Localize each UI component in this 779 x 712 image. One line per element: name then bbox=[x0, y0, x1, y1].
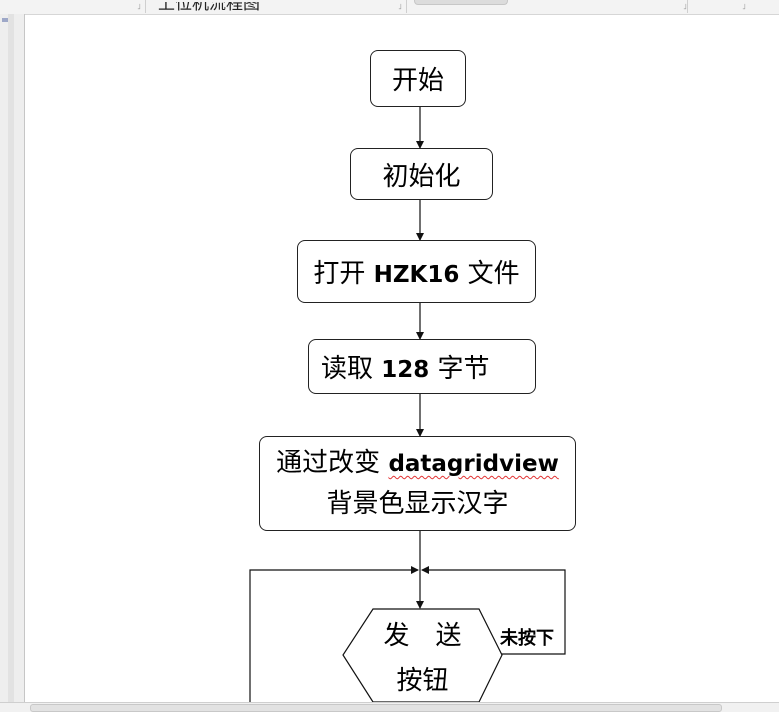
send-button-label-line1: 发 送 bbox=[343, 615, 502, 652]
read-bytes-prefix: 读取 bbox=[321, 354, 382, 384]
send-button-line1-text: 发 送 bbox=[383, 621, 462, 651]
node-start: 开始 bbox=[370, 50, 466, 107]
label-not-pressed: 未按下 bbox=[500, 624, 554, 650]
vertical-ruler-strip bbox=[8, 14, 14, 703]
loop-left bbox=[249, 566, 419, 705]
vertical-ruler bbox=[0, 14, 25, 703]
read-bytes-suffix: 字节 bbox=[429, 354, 490, 384]
corner-mark-icon: ˩ bbox=[683, 2, 687, 11]
section-heading-text: 上位机流程图 bbox=[158, 2, 260, 14]
node-read-bytes-text: 读取 128 字节 bbox=[321, 348, 490, 385]
display-code: datagridview bbox=[388, 451, 559, 477]
editor-top-ruler: ˩ ˩ ˩ ˩ bbox=[0, 0, 779, 15]
ruler-segment bbox=[407, 0, 688, 13]
node-open-file-text: 打开 HZK16 文件 bbox=[313, 253, 519, 290]
label-not-pressed-text: 未按下 bbox=[500, 628, 554, 649]
node-read-bytes: 读取 128 字节 bbox=[308, 339, 536, 394]
node-display-line2: 背景色显示汉字 bbox=[326, 489, 509, 519]
display-prefix: 通过改变 bbox=[276, 448, 389, 478]
corner-mark-icon: ˩ bbox=[137, 2, 141, 11]
send-button-label-line2: 按钮 bbox=[343, 660, 502, 697]
send-button-line2-text: 按钮 bbox=[396, 666, 449, 696]
section-heading: 上位机流程图 bbox=[158, 2, 260, 16]
open-file-prefix: 打开 bbox=[313, 259, 374, 289]
read-bytes-code: 128 bbox=[381, 357, 430, 383]
open-file-code: HZK16 bbox=[373, 262, 460, 288]
ruler-segment bbox=[0, 0, 146, 13]
ruler-marker-icon bbox=[2, 18, 8, 22]
node-open-file: 打开 HZK16 文件 bbox=[297, 240, 536, 303]
node-start-text: 开始 bbox=[391, 66, 444, 96]
node-display: 通过改变 datagridview 背景色显示汉字 bbox=[259, 436, 576, 531]
ruler-segment bbox=[146, 0, 407, 13]
node-init: 初始化 bbox=[350, 148, 493, 200]
corner-mark-icon: ˩ bbox=[742, 2, 746, 11]
ruler-indent-tab[interactable] bbox=[414, 0, 508, 5]
corner-mark-icon: ˩ bbox=[398, 2, 402, 11]
open-file-suffix: 文件 bbox=[459, 259, 520, 289]
node-display-line1: 通过改变 datagridview bbox=[276, 443, 559, 484]
loop-not-pressed bbox=[421, 566, 566, 655]
node-init-text: 初始化 bbox=[382, 161, 461, 192]
